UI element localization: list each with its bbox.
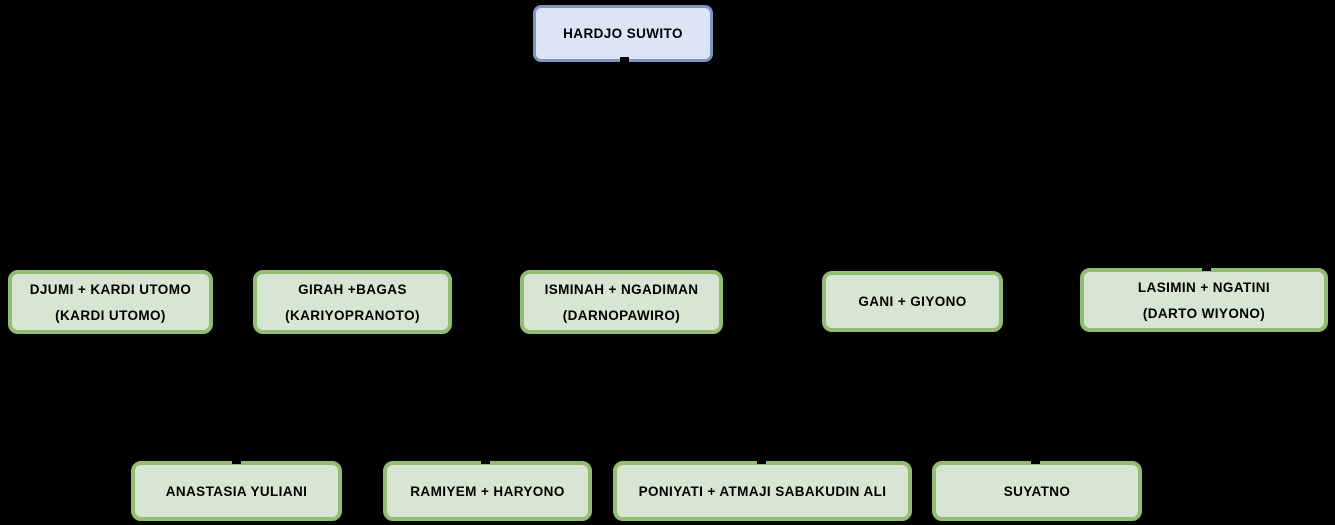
node-label: DJUMI + KARDI UTOMO — [29, 281, 192, 297]
gen2-node-lasimin-ngatini: LASIMIN + NGATINI (DARTO WIYONO) — [1080, 268, 1328, 332]
node-label: ANASTASIA YULIANI — [165, 483, 308, 499]
node-label: HARDJO SUWITO — [563, 26, 683, 41]
node-label: LASIMIN + NGATINI — [1137, 279, 1271, 295]
node-sublabel: (KARDI UTOMO) — [55, 307, 166, 323]
node-sublabel: (DARTO WIYONO) — [1142, 305, 1266, 321]
gen3-node-poniyati-atmaji-sabakudin-ali: PONIYATI + ATMAJI SABAKUDIN ALI — [613, 461, 912, 521]
connector-stub-ramiyem-top — [481, 458, 490, 464]
node-label: GANI + GIYONO — [858, 294, 967, 309]
gen3-node-anastasia-yuliani: ANASTASIA YULIANI — [131, 461, 342, 521]
node-label: SUYATNO — [1003, 483, 1071, 499]
connector-stub-lasimin-top — [1202, 265, 1211, 271]
root-node-hardjo-suwito: HARDJO SUWITO — [533, 5, 713, 62]
connector-stub-poniyati-top — [757, 458, 766, 464]
node-label: ISMINAH + NGADIMAN — [544, 281, 699, 297]
gen2-node-gani-giyono: GANI + GIYONO — [822, 271, 1003, 332]
node-label: GIRAH +BAGAS — [298, 281, 407, 297]
node-label: PONIYATI + ATMAJI SABAKUDIN ALI — [638, 483, 887, 499]
node-sublabel: (KARIYOPRANOTO) — [285, 307, 420, 323]
gen2-node-isminah-ngadiman: ISMINAH + NGADIMAN (DARNOPAWIRO) — [520, 270, 723, 334]
gen2-node-djumi-kardi-utomo: DJUMI + KARDI UTOMO (KARDI UTOMO) — [8, 270, 213, 334]
connector-stub-anastasia-top — [232, 458, 241, 464]
connector-stub-suyatno-top — [1031, 458, 1040, 464]
gen3-node-ramiyem-haryono: RAMIYEM + HARYONO — [383, 461, 592, 521]
node-sublabel: (DARNOPAWIRO) — [562, 307, 681, 323]
connector-stub-root-bottom — [620, 57, 629, 63]
gen3-node-suyatno: SUYATNO — [932, 461, 1142, 521]
gen2-node-girah-bagas: GIRAH +BAGAS (KARIYOPRANOTO) — [253, 270, 452, 334]
node-label: RAMIYEM + HARYONO — [410, 483, 565, 499]
